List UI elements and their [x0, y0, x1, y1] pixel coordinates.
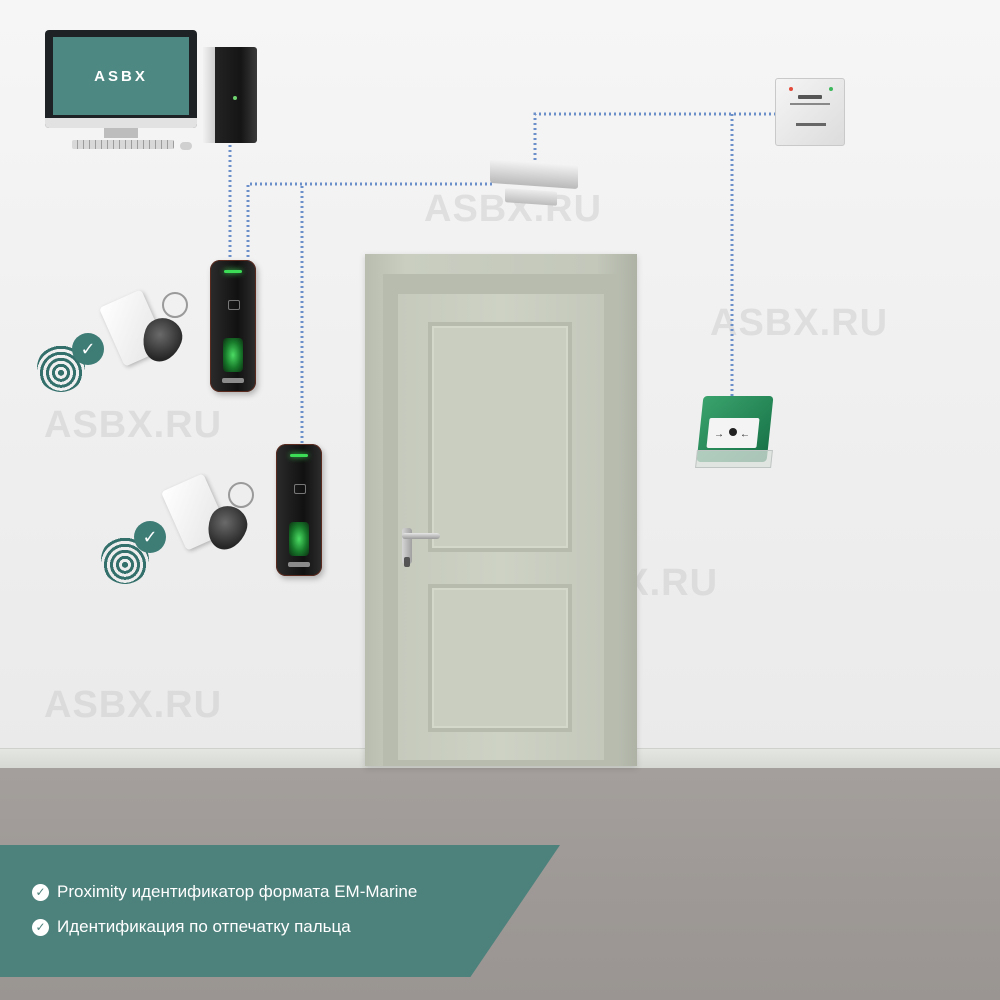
feature-banner	[0, 845, 560, 977]
watermark: ASBX.RU	[44, 684, 223, 726]
monitor-stand	[104, 128, 138, 138]
exit-button-cover	[695, 450, 773, 468]
fingerprint-reader-icon	[276, 444, 322, 576]
feature-item: ✓ Идентификация по отпечатку пальца	[32, 917, 351, 937]
watermark: ASBX.RU	[44, 404, 223, 446]
feature-text: Идентификация по отпечатку пальца	[57, 917, 351, 936]
check-circle-icon: ✓	[32, 918, 49, 936]
psu-led-green	[829, 87, 833, 91]
reader-logo	[288, 562, 310, 567]
rfid-icon	[228, 300, 240, 310]
door-panel-lower	[428, 584, 572, 732]
tower-side-panel	[203, 47, 215, 143]
fingerprint-reader-icon	[210, 260, 256, 392]
wire-lock-psu	[533, 112, 776, 165]
arrow-left-icon: ←	[740, 429, 750, 440]
door-handle-rose	[402, 528, 412, 564]
psu-brand-logo	[796, 123, 826, 126]
keyboard-icon	[72, 140, 174, 149]
watermark: ASBX.RU	[710, 302, 889, 344]
power-supply-icon	[775, 78, 845, 146]
exit-button-dot	[729, 428, 737, 436]
tower-led	[233, 96, 237, 100]
rfid-icon	[294, 484, 306, 494]
check-icon: ✓	[134, 521, 166, 553]
keyring-icon	[162, 292, 188, 318]
psu-description-label	[790, 103, 830, 105]
door-handle-icon	[402, 533, 440, 539]
mouse-icon	[180, 142, 192, 150]
check-icon: ✓	[72, 333, 104, 365]
wire-reader1-lock	[246, 182, 492, 262]
computer-screen: ASBX	[53, 37, 189, 115]
check-circle-icon: ✓	[32, 883, 49, 901]
arrow-right-icon: →	[714, 429, 724, 440]
reader-led	[290, 454, 308, 457]
fingerprint-sensor	[223, 338, 243, 372]
reader-led	[224, 270, 242, 273]
psu-model-label	[798, 95, 822, 99]
feature-text: Proximity идентификатор формата EM-Marin…	[57, 882, 418, 901]
monitor-chin	[45, 118, 197, 128]
reader-logo	[222, 378, 244, 383]
door-panel-upper	[428, 322, 572, 552]
keyring-icon	[228, 482, 254, 508]
keyhole-icon	[404, 557, 410, 567]
fingerprint-sensor	[289, 522, 309, 556]
feature-item: ✓ Proximity идентификатор формата EM-Mar…	[32, 882, 417, 902]
psu-led-red	[789, 87, 793, 91]
